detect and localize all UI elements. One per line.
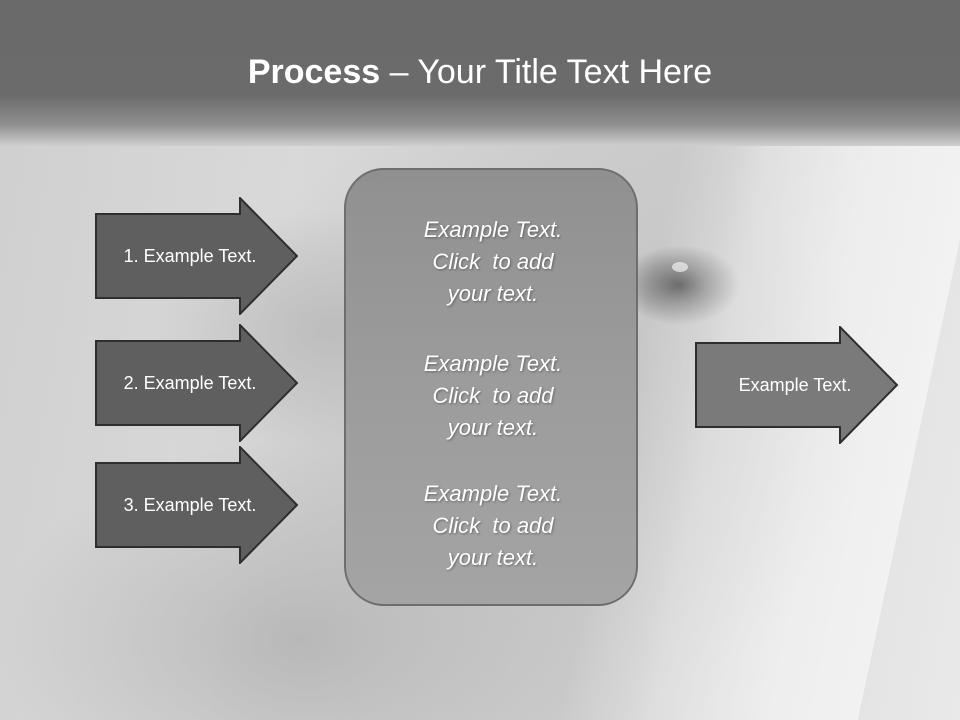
center-process-panel[interactable]: Example Text. Click to add your text. Ex… xyxy=(344,168,638,606)
title-rest: – Your Title Text Here xyxy=(380,53,713,91)
title-strong: Process xyxy=(247,53,381,91)
center-text-line: Example Text. xyxy=(423,217,563,242)
center-text-line: Click to add xyxy=(432,513,554,538)
arrow-right-shape xyxy=(95,446,299,564)
center-text-block-2[interactable]: Example Text. Click to add your text. xyxy=(346,348,640,444)
input-arrow-1-label: 1. Example Text. xyxy=(123,245,257,266)
input-arrow-3[interactable]: 3. Example Text. xyxy=(95,446,299,564)
title-band: Process – Your Title Text Here xyxy=(0,0,960,146)
center-text-line: Click to add xyxy=(432,249,554,274)
center-text-line: your text. xyxy=(447,415,539,440)
input-arrow-2-label: 2. Example Text. xyxy=(123,372,257,393)
output-arrow[interactable]: Example Text. xyxy=(695,326,899,444)
arrow-right-shape xyxy=(95,197,299,315)
slide-title[interactable]: Process – Your Title Text Here xyxy=(0,53,960,92)
center-text-line: Click to add xyxy=(432,383,554,408)
arrow-right-shape xyxy=(95,324,299,442)
center-text-block-3[interactable]: Example Text. Click to add your text. xyxy=(346,478,640,574)
input-arrow-2[interactable]: 2. Example Text. xyxy=(95,324,299,442)
center-text-line: your text. xyxy=(447,281,539,306)
background-eye-glint xyxy=(672,262,688,272)
input-arrow-3-label: 3. Example Text. xyxy=(123,494,257,515)
output-arrow-label: Example Text. xyxy=(738,374,852,395)
center-text-block-1[interactable]: Example Text. Click to add your text. xyxy=(346,214,640,310)
input-arrow-1[interactable]: 1. Example Text. xyxy=(95,197,299,315)
center-text-line: Example Text. xyxy=(423,351,563,376)
arrow-right-shape xyxy=(695,326,899,444)
center-text-line: Example Text. xyxy=(423,481,563,506)
center-text-line: your text. xyxy=(447,545,539,570)
